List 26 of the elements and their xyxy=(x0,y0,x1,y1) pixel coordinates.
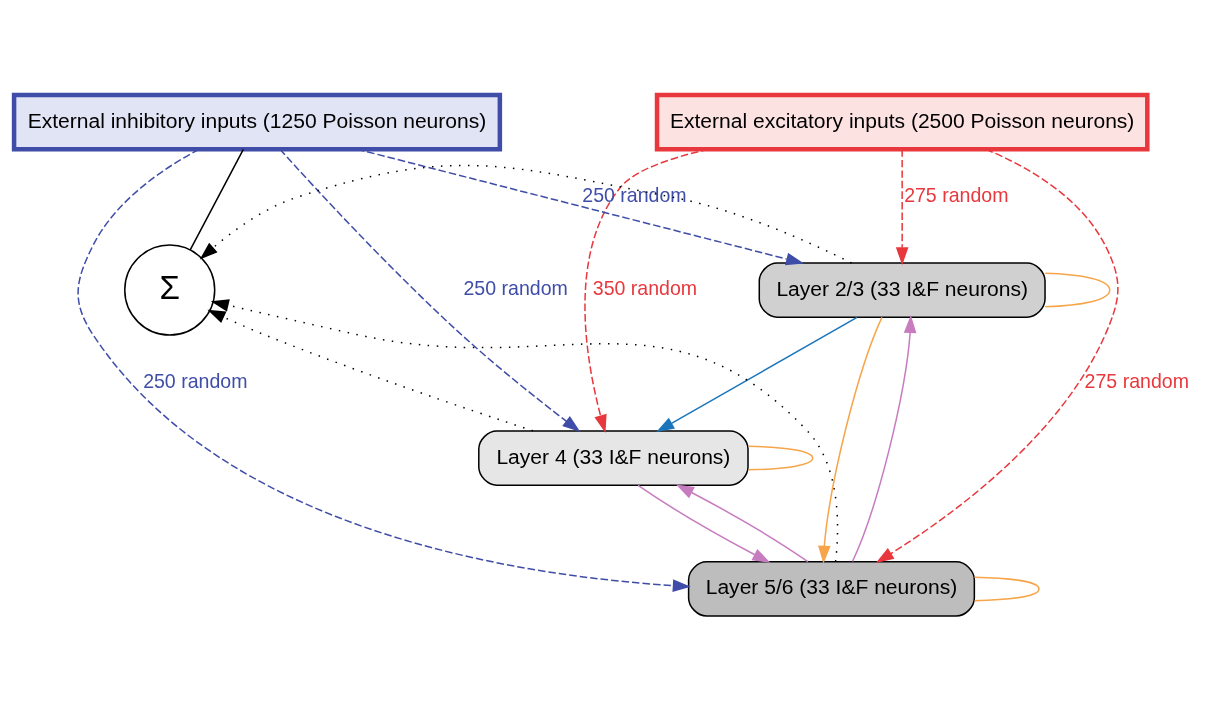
arrow xyxy=(675,484,809,563)
edge-label: 275 random xyxy=(904,184,1009,207)
node-box: Layer 2/3 (33 I&F neurons) xyxy=(758,262,1046,318)
edge-label: 275 random xyxy=(1084,369,1189,392)
arrow xyxy=(851,315,917,563)
node-box: Layer 4 (33 I&F neurons) xyxy=(478,430,749,486)
node-box: Layer 5/6 (33 I&F neurons) xyxy=(687,561,976,617)
connector xyxy=(747,445,814,471)
arrow xyxy=(77,148,691,592)
node-box: External excitatory inputs (2500 Poisson neurons) xyxy=(654,92,1150,152)
arrow xyxy=(199,164,853,264)
arrow xyxy=(656,316,858,433)
connector xyxy=(189,148,245,251)
edge-label: 350 random xyxy=(592,277,698,300)
node-box: External inhibitory inputs (1250 Poisson neurons) xyxy=(11,92,503,152)
arrow xyxy=(279,148,581,433)
connector xyxy=(973,576,1040,602)
arrow xyxy=(210,299,839,563)
edge-label: 250 random xyxy=(463,277,568,300)
arrow xyxy=(875,148,1119,563)
arrow xyxy=(637,484,771,563)
arrow xyxy=(818,316,883,564)
arrow xyxy=(895,148,909,266)
arrow xyxy=(207,309,534,432)
connector xyxy=(1044,272,1111,308)
edge-label: 250 random xyxy=(143,369,248,392)
